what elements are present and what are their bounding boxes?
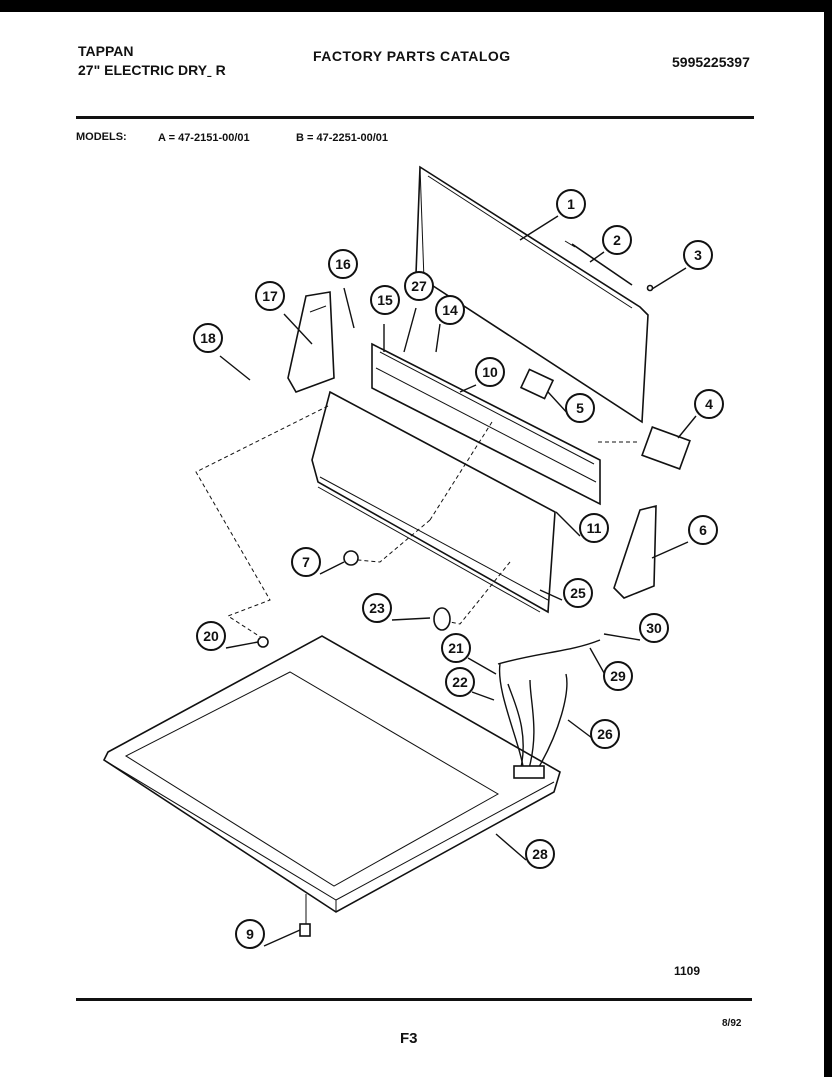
- svg-text:3: 3: [694, 247, 702, 263]
- svg-text:26: 26: [597, 726, 613, 742]
- svg-text:6: 6: [699, 522, 707, 538]
- model-a: A = 47-2151-00/01: [158, 132, 250, 144]
- callout-10: 10: [475, 357, 505, 387]
- callout-4: 4: [694, 389, 724, 419]
- callout-3: 3: [683, 240, 713, 270]
- svg-text:25: 25: [570, 585, 586, 601]
- footer-rule: [76, 998, 752, 1001]
- callout-29: 29: [603, 661, 633, 691]
- svg-text:7: 7: [302, 554, 310, 570]
- product-name: 27" ELECTRIC DRYˍ R: [78, 62, 226, 78]
- knob-part: [343, 550, 359, 566]
- callout-9: 9: [235, 919, 265, 949]
- callout-30: 30: [639, 613, 669, 643]
- drawing-number: 1109: [674, 964, 701, 978]
- callout-2: 2: [602, 225, 632, 255]
- callout-23: 23: [362, 593, 392, 623]
- right-end-cap: [613, 504, 657, 599]
- svg-text:20: 20: [203, 628, 219, 644]
- callout-6: 6: [688, 515, 718, 545]
- callout-25: 25: [563, 578, 593, 608]
- svg-text:28: 28: [532, 846, 548, 862]
- screw-part: [646, 284, 654, 292]
- models-label: MODELS:: [76, 131, 127, 143]
- clip-part: [299, 923, 311, 937]
- page-label: F3: [400, 1030, 418, 1047]
- svg-text:23: 23: [369, 600, 385, 616]
- header-rule: [76, 116, 754, 119]
- callout-27: 27: [404, 271, 434, 301]
- svg-text:15: 15: [377, 292, 393, 308]
- callout-26: 26: [590, 719, 620, 749]
- catalog-title: FACTORY PARTS CATALOG: [313, 48, 511, 64]
- leader-lines: [219, 215, 697, 947]
- push-button-part: [433, 607, 451, 631]
- revision-date: 8/92: [722, 1018, 742, 1029]
- svg-text:1: 1: [567, 196, 575, 212]
- svg-text:22: 22: [452, 674, 468, 690]
- front-control-panel: [311, 390, 556, 614]
- svg-text:29: 29: [610, 668, 626, 684]
- screw-part-20: [257, 636, 269, 648]
- callout-22: 22: [445, 667, 475, 697]
- svg-text:2: 2: [613, 232, 621, 248]
- svg-text:18: 18: [200, 330, 216, 346]
- callout-11: 11: [579, 513, 609, 543]
- timer-part: [641, 426, 691, 470]
- catalog-sheet: TAPPAN 27" ELECTRIC DRYˍ R FACTORY PARTS…: [0, 12, 824, 1077]
- svg-text:9: 9: [246, 926, 254, 942]
- wire-harness: [497, 639, 601, 779]
- control-panel-backguard: [371, 342, 601, 506]
- callout-28: 28: [525, 839, 555, 869]
- lamp-part: [564, 240, 633, 286]
- svg-text:4: 4: [705, 396, 713, 412]
- brand-name: TAPPAN: [78, 43, 134, 59]
- svg-text:30: 30: [646, 620, 662, 636]
- svg-text:11: 11: [587, 520, 602, 536]
- callout-14: 14: [435, 295, 465, 325]
- callout-17: 17: [255, 281, 285, 311]
- callout-5: 5: [565, 393, 595, 423]
- callout-1: 1: [556, 189, 586, 219]
- model-b: B = 47-2251-00/01: [296, 132, 389, 144]
- top-cabinet: [102, 635, 561, 913]
- svg-text:5: 5: [576, 400, 584, 416]
- callout-15: 15: [370, 285, 400, 315]
- callout-7: 7: [291, 547, 321, 577]
- svg-text:27: 27: [411, 278, 427, 294]
- callout-16: 16: [328, 249, 358, 279]
- svg-text:21: 21: [448, 640, 464, 656]
- callout-20: 20: [196, 621, 226, 651]
- switch-part: [519, 368, 555, 400]
- callout-21: 21: [441, 633, 471, 663]
- svg-text:16: 16: [335, 256, 351, 272]
- svg-text:10: 10: [482, 364, 498, 380]
- callout-18: 18: [193, 323, 223, 353]
- exploded-parts-diagram: 1 2 3 4 5 6 7 9 10 11 14 15 16 17 18 20 …: [102, 165, 724, 949]
- catalog-number: 5995225397: [672, 54, 750, 70]
- svg-text:14: 14: [442, 302, 458, 318]
- svg-text:17: 17: [262, 288, 278, 304]
